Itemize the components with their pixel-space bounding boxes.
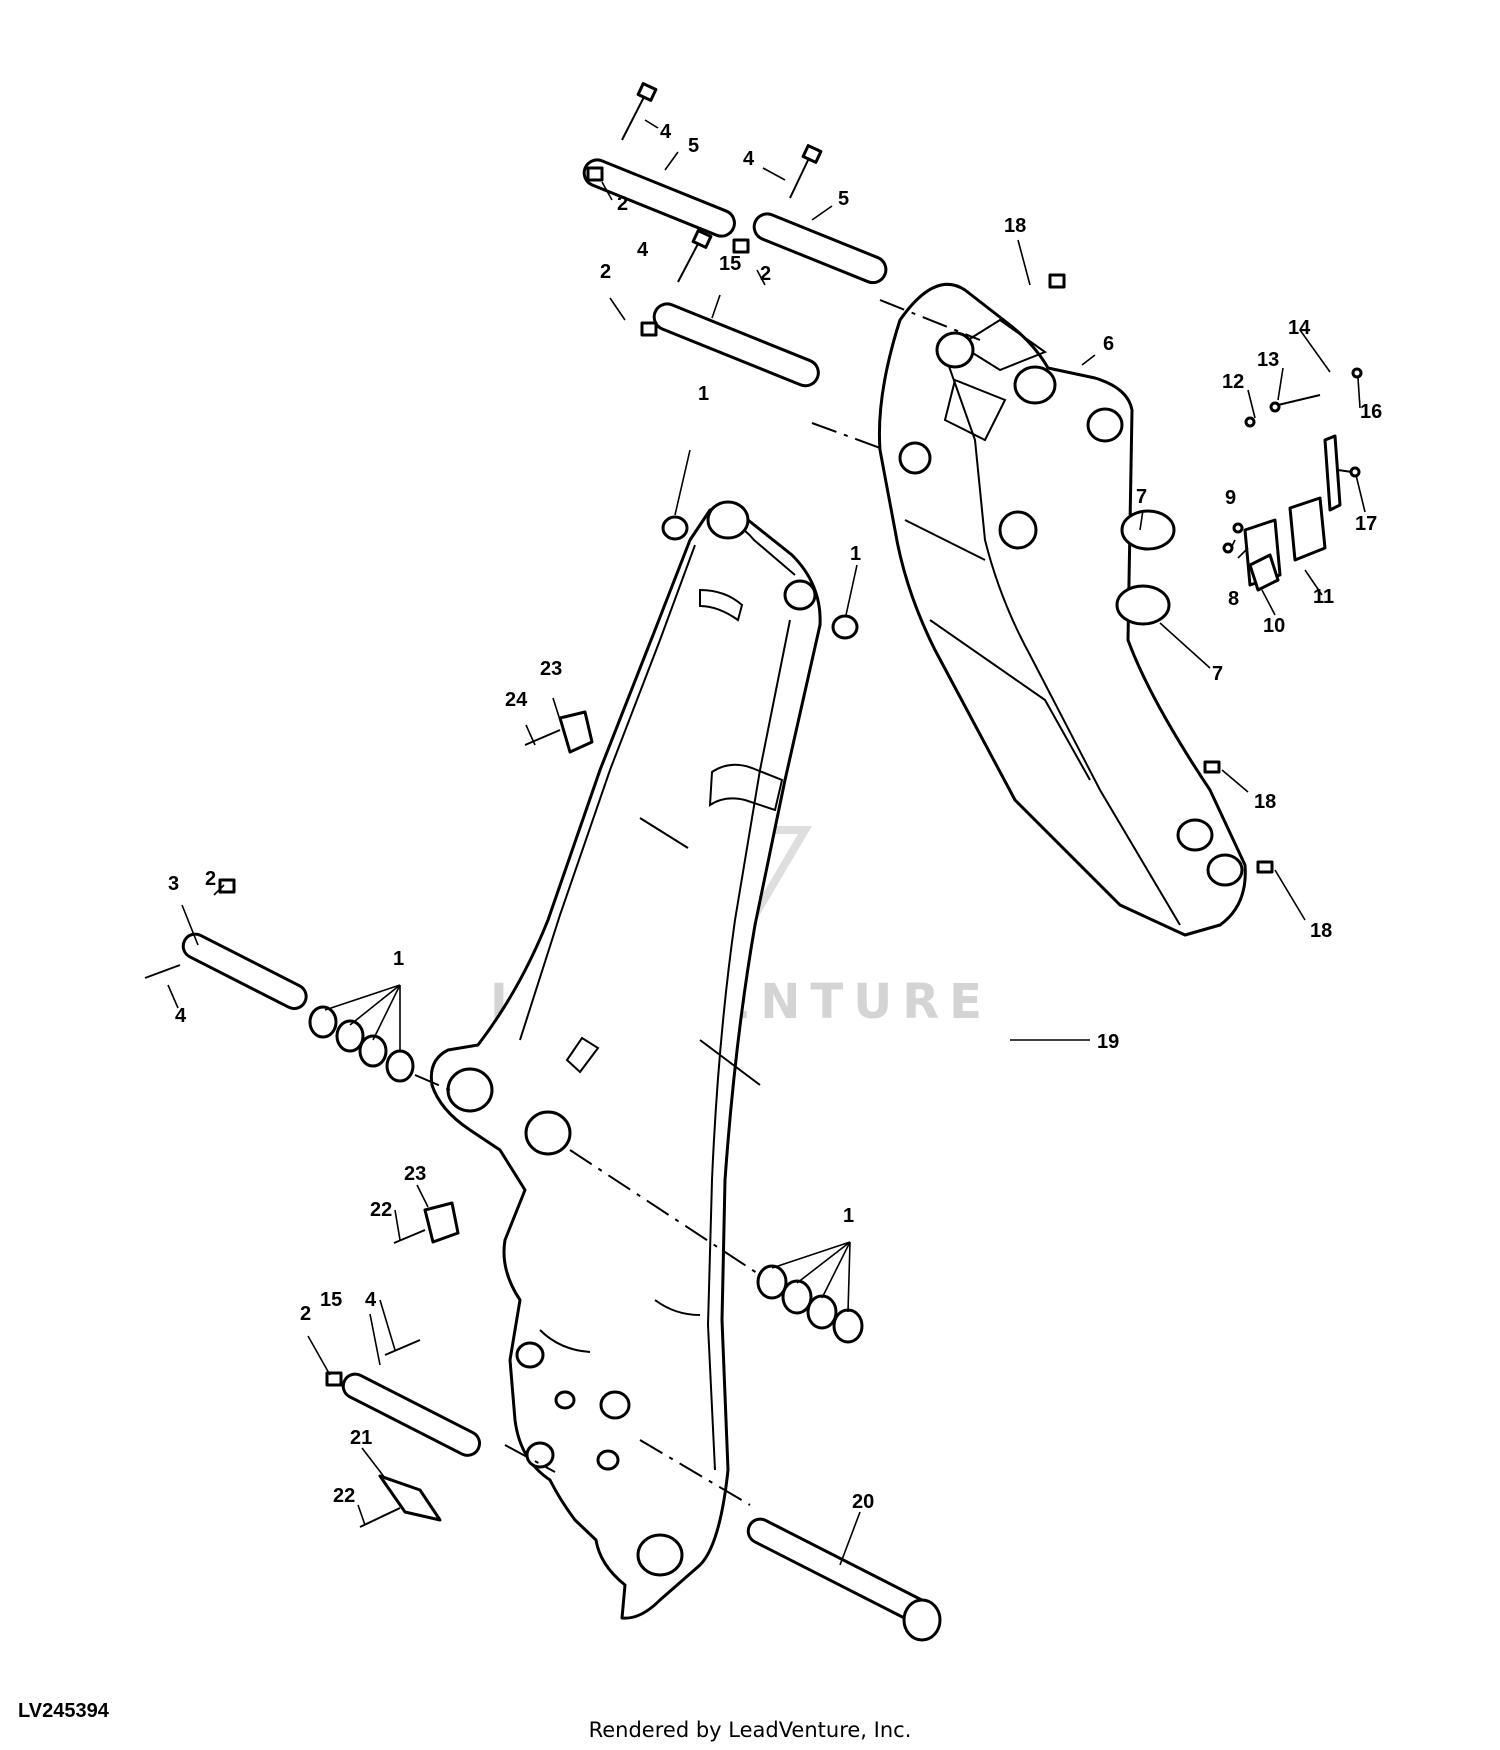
callout-21: 21 — [350, 1427, 372, 1449]
hardware — [144, 82, 1363, 1642]
callout-18-a: 18 — [1004, 215, 1026, 237]
bolt-4-a — [621, 82, 658, 141]
callout-2-e: 2 — [300, 1303, 311, 1325]
callout-4-d: 4 — [175, 1005, 187, 1027]
callout-9: 9 — [1225, 487, 1236, 509]
bolt-4-e — [384, 1339, 421, 1356]
callout-7-a: 7 — [1136, 486, 1147, 508]
callout-19: 19 — [1097, 1031, 1119, 1053]
leader-lines — [167, 119, 1366, 1566]
grease-fitting-18-b — [1203, 760, 1221, 774]
callout-4-c: 4 — [637, 239, 649, 261]
pin-5-upper — [582, 158, 736, 238]
bushing-7-lower — [1115, 584, 1171, 626]
callout-11: 11 — [1313, 586, 1334, 608]
callout-12: 12 — [1222, 371, 1244, 393]
callout-10: 10 — [1263, 615, 1285, 637]
washer-1-d4 — [832, 1308, 864, 1344]
callout-17: 17 — [1355, 513, 1377, 535]
bolt-4-b — [789, 144, 823, 199]
callout-1-b: 1 — [850, 543, 861, 565]
washer-1-a — [661, 515, 689, 541]
callout-14: 14 — [1288, 317, 1311, 339]
pin-20-head — [902, 1598, 942, 1642]
callout-1-a: 1 — [698, 383, 709, 405]
washer-1-c2 — [335, 1019, 365, 1053]
washer-1-d2 — [781, 1279, 813, 1315]
callout-5-a: 5 — [688, 135, 699, 157]
callout-3: 3 — [168, 873, 179, 895]
dipper-stick — [877, 282, 1247, 937]
render-credit: Rendered by LeadVenture, Inc. — [588, 1718, 912, 1742]
callout-1-c: 1 — [393, 948, 404, 970]
nut-2-e — [325, 1371, 343, 1387]
washer-1-b — [831, 614, 859, 640]
callout-13: 13 — [1257, 349, 1279, 371]
washer-1-d3 — [806, 1294, 838, 1330]
callout-4-b: 4 — [743, 148, 755, 170]
callout-2-d: 2 — [205, 868, 216, 890]
callout-6: 6 — [1103, 333, 1114, 355]
callout-1-d: 1 — [843, 1205, 854, 1227]
bolt-4-c — [677, 229, 713, 283]
grease-fitting-18-a — [1048, 273, 1066, 289]
pin-3 — [181, 932, 308, 1011]
bolt-24 — [524, 729, 561, 746]
callout-18-c: 18 — [1310, 920, 1332, 942]
bolt-22-upper — [393, 1229, 426, 1244]
callout-16: 16 — [1360, 401, 1382, 423]
clip-21 — [378, 1474, 442, 1522]
washer-1-c4 — [385, 1049, 415, 1083]
clip-23-lower — [423, 1201, 460, 1244]
washer-1-c1 — [308, 1005, 338, 1039]
callout-15-b: 15 — [320, 1289, 342, 1311]
washer-1-d1 — [756, 1264, 788, 1300]
pin-15-top — [652, 302, 820, 388]
callout-5-b: 5 — [838, 188, 849, 210]
figure-id: LV245394 — [18, 1700, 109, 1722]
callout-24: 24 — [505, 689, 528, 711]
pin-5-middle — [752, 212, 888, 285]
bushing-7-upper — [1120, 509, 1176, 551]
callout-4-e: 4 — [365, 1289, 377, 1311]
callout-20: 20 — [852, 1491, 874, 1513]
pin-15-lower — [341, 1372, 482, 1457]
callout-4-a: 4 — [660, 121, 672, 143]
bolt-22-lower — [359, 1507, 401, 1528]
bolt-4-d — [144, 964, 181, 979]
callout-2-b: 2 — [760, 263, 771, 285]
callout-8: 8 — [1228, 588, 1239, 610]
callout-18-b: 18 — [1254, 791, 1276, 813]
callout-2-a: 2 — [617, 193, 628, 215]
grease-fitting-18-c — [1256, 860, 1274, 874]
callout-23-a: 23 — [540, 658, 562, 680]
clip-23-upper — [558, 710, 594, 754]
loader-boom — [429, 500, 822, 1620]
callout-23-b: 23 — [404, 1163, 426, 1185]
bracket-assembly — [1222, 367, 1363, 592]
washer-1-c3 — [358, 1034, 388, 1068]
callout-22-a: 22 — [370, 1199, 392, 1221]
callout-2-c: 2 — [600, 261, 611, 283]
callout-7-b: 7 — [1212, 663, 1223, 685]
nut-2-d — [218, 878, 236, 894]
callouts: 1 1 1 1 2 2 2 2 2 3 4 4 4 4 4 5 5 6 7 7 … — [168, 121, 1382, 1513]
nut-2-a — [586, 166, 604, 182]
callout-15-a: 15 — [719, 253, 741, 275]
nut-2-b — [732, 238, 750, 254]
nut-2-c — [640, 321, 658, 337]
callout-22-b: 22 — [333, 1485, 355, 1507]
